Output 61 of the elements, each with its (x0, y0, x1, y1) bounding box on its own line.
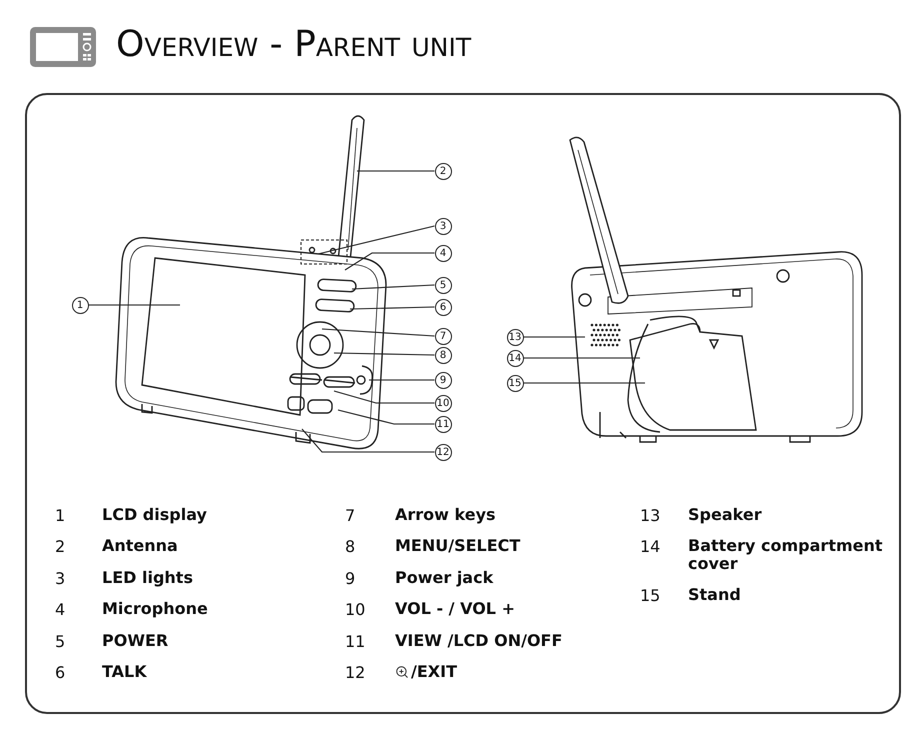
item-number: 3 (55, 569, 66, 588)
leader-line (369, 379, 434, 381)
item-number: 7 (345, 506, 356, 525)
item-name: Power jack (395, 569, 494, 587)
leader-line (334, 352, 435, 356)
leader-line (344, 252, 434, 270)
item-number: 1 (55, 506, 66, 525)
item-number: 15 (640, 586, 660, 605)
item-number: 12 (345, 663, 366, 682)
callout-number: 1 (72, 296, 88, 314)
item-number: 5 (55, 632, 66, 651)
item-name: Microphone (102, 600, 209, 618)
leader-line (524, 357, 640, 359)
callout-number: 12 (434, 444, 452, 460)
item-name: LED lights (102, 569, 194, 587)
title: Overview - Parent unit (116, 24, 472, 65)
item-name: Speaker (688, 506, 763, 524)
callout-number: 11 (434, 416, 452, 432)
leader-line (350, 306, 435, 310)
callout-number: 3 (434, 218, 452, 234)
callout-number: 2 (434, 162, 452, 180)
leader-line (524, 336, 585, 338)
item-name: VIEW /LCD ON/OFF (395, 632, 564, 650)
leader-line (322, 328, 435, 337)
item-name: Stand (688, 586, 742, 604)
leader-line (352, 284, 435, 290)
callout-number: 13 (506, 328, 524, 346)
item-number: 9 (345, 569, 356, 588)
item-number: 8 (345, 537, 356, 556)
leader-line (357, 170, 434, 172)
item-name: POWER (102, 632, 170, 650)
leader-line (302, 428, 434, 453)
leader-line (318, 225, 435, 255)
item-number: 11 (345, 632, 366, 651)
leader-line (334, 390, 434, 404)
callout-number: 7 (434, 328, 452, 344)
item-number: 4 (55, 600, 66, 619)
item-number: 14 (640, 537, 660, 556)
item-number: 2 (55, 537, 66, 556)
leader-line (338, 409, 434, 425)
item-name: VOL - / VOL + (395, 600, 516, 618)
item-name: Battery compartment cover (688, 537, 884, 573)
item-name: /EXIT (411, 663, 458, 681)
leader-line (524, 382, 645, 384)
item-number: 10 (345, 600, 366, 619)
callout-number: 10 (434, 394, 452, 412)
item-number: 6 (55, 663, 66, 682)
item-name: TALK (102, 663, 148, 681)
item-number: 13 (640, 506, 660, 525)
item-name: Antenna (102, 537, 179, 555)
callout-number: 9 (434, 372, 452, 388)
callout-number: 14 (506, 350, 524, 366)
leader-line (88, 304, 180, 306)
callout-number: 5 (434, 276, 452, 294)
item-name: LCD display (102, 506, 208, 524)
callout-number: 4 (434, 244, 452, 262)
callout-number: 15 (506, 374, 524, 392)
item-name: Arrow keys (395, 506, 497, 524)
item-name: MENU/SELECT (395, 537, 522, 555)
callout-number: 8 (434, 346, 452, 364)
callout-number: 6 (434, 298, 452, 316)
